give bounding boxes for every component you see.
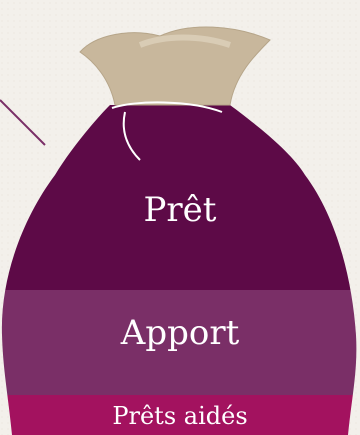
label-pret: Prêt (0, 190, 360, 230)
label-prets-aides: Prêts aidés (0, 402, 360, 430)
label-apport: Apport (0, 313, 360, 353)
